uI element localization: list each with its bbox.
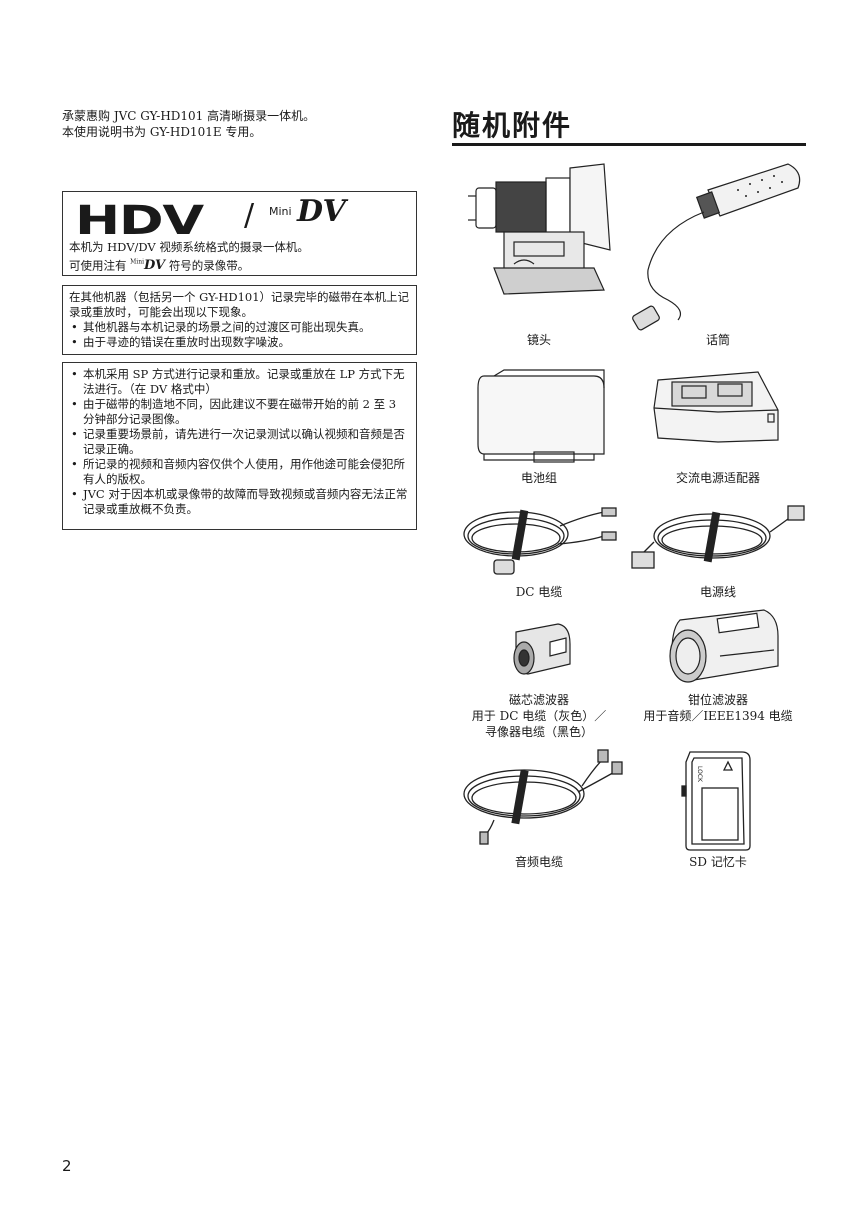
compatibility-para: 在其他机器（包括另一个 GY-HD101）记录完毕的磁带在本机上记录或重放时，可…	[69, 290, 410, 319]
list-item: 由于磁带的制造地不同，因此建议不要在磁带开始的前 2 至 3 分钟部分记录图像。	[69, 397, 410, 427]
compatibility-list: 其他机器与本机记录的场景之间的过渡区可能出现失真。 由于寻迹的错误在重放时出现数…	[69, 320, 410, 350]
sd-lock-label: LOCK	[696, 766, 703, 783]
core-filter-sub-2: 寻像器电缆（黑色）	[484, 725, 593, 739]
minidv-small-dv: DV	[144, 258, 166, 274]
dc-cable-icon	[463, 507, 617, 575]
clamp-filter-icon	[669, 609, 779, 683]
accessory-audio-cable: 音频电缆	[449, 748, 629, 870]
battery-caption: 电池组	[520, 471, 557, 485]
list-item: 由于寻迹的错误在重放时出现数字噪波。	[69, 335, 410, 350]
intro-line-2: 本使用说明书为 GY-HD101E 专用。	[62, 125, 262, 139]
ac-adapter-icon	[653, 371, 779, 443]
accessory-battery: 电池组	[449, 368, 629, 486]
list-item: 所记录的视频和音频内容仅供个人使用，用作他途可能会侵犯所有人的版权。	[69, 457, 410, 487]
accessory-core-filter: 磁芯滤波器 用于 DC 电缆（灰色）／ 寻像器电缆（黑色）	[449, 614, 629, 740]
audio-cable-caption: 音频电缆	[514, 855, 563, 869]
sd-card-icon: LOCK	[681, 751, 751, 851]
compatibility-box: 在其他机器（包括另一个 GY-HD101）记录完毕的磁带在本机上记录或重放时，可…	[62, 285, 417, 355]
microphone-caption: 话筒	[705, 333, 730, 347]
accessory-clamp-filter: 钳位滤波器 用于音频／IEEE1394 电缆	[628, 606, 808, 724]
list-item: 本机采用 SP 方式进行记录和重放。记录或重放在 LP 方式下无法进行。（在 D…	[69, 367, 410, 397]
title-rule	[452, 143, 806, 146]
notes-list: 本机采用 SP 方式进行记录和重放。记录或重放在 LP 方式下无法进行。（在 D…	[69, 367, 410, 517]
hdv-logo: HDV	[75, 198, 204, 244]
minidv-logo-dv: DV	[297, 194, 346, 229]
ac-adapter-caption: 交流电源适配器	[675, 471, 760, 485]
lens-caption: 镜头	[526, 333, 551, 347]
lens-icon	[468, 163, 611, 295]
clamp-filter-caption: 钳位滤波器	[687, 693, 748, 707]
power-cord-caption: 电源线	[699, 585, 736, 599]
list-item: 记录重要场景前，请先进行一次记录测试以确认视频和音频是否记录正确。	[69, 427, 410, 457]
intro-line-1: 承蒙惠购 JVC GY-HD101 高清晰摄录一体机。	[62, 109, 316, 123]
battery-icon	[477, 369, 605, 463]
accessory-sd-card: LOCK SD 记忆卡	[628, 748, 808, 870]
accessory-dc-cable: DC 电缆	[449, 496, 629, 600]
clamp-filter-sub-1: 用于音频／IEEE1394 电缆	[643, 709, 793, 723]
minidv-logo-mini: Mini	[269, 205, 292, 218]
format-line-2-before: 可使用注有	[69, 258, 127, 273]
core-filter-caption: 磁芯滤波器	[508, 693, 569, 707]
accessory-power-cord: 电源线	[628, 496, 808, 600]
page-number: 2	[62, 1157, 72, 1175]
notes-box: 本机采用 SP 方式进行记录和重放。记录或重放在 LP 方式下无法进行。（在 D…	[62, 362, 417, 530]
page-title: 随机附件	[452, 109, 573, 142]
dc-cable-caption: DC 电缆	[515, 585, 563, 599]
minidv-small-mini: Mini	[130, 259, 145, 266]
format-box: HDV / Mini DV 本机为 HDV/DV 视频系统格式的摄录一体机。 可…	[62, 191, 417, 276]
power-cord-icon	[631, 505, 805, 569]
core-filter-sub-1: 用于 DC 电缆（灰色）／	[471, 709, 607, 723]
format-line-2: 可使用注有 MiniDV 符号的录像带。	[69, 255, 410, 273]
microphone-icon	[632, 163, 801, 331]
accessory-lens: 镜头	[449, 160, 629, 348]
format-line-2-after: 符号的录像带。	[168, 258, 250, 273]
list-item: 其他机器与本机记录的场景之间的过渡区可能出现失真。	[69, 320, 410, 335]
accessory-microphone: 话筒	[628, 160, 808, 348]
list-item: JVC 对于因本机或录像带的故障而导致视频或音频内容无法正常记录或重放概不负责。	[69, 487, 410, 517]
audio-cable-icon	[463, 749, 623, 845]
sd-card-caption: SD 记忆卡	[689, 855, 747, 869]
format-line-1: 本机为 HDV/DV 视频系统格式的摄录一体机。	[69, 240, 309, 254]
accessory-ac-adapter: 交流电源适配器	[628, 368, 808, 486]
format-logos: HDV / Mini DV	[69, 194, 410, 244]
logo-slash: /	[244, 198, 255, 233]
intro-text: 承蒙惠购 JVC GY-HD101 高清晰摄录一体机。 本使用说明书为 GY-H…	[62, 108, 315, 140]
core-filter-icon	[513, 623, 571, 675]
minidv-small-logo: MiniDV	[130, 258, 165, 273]
